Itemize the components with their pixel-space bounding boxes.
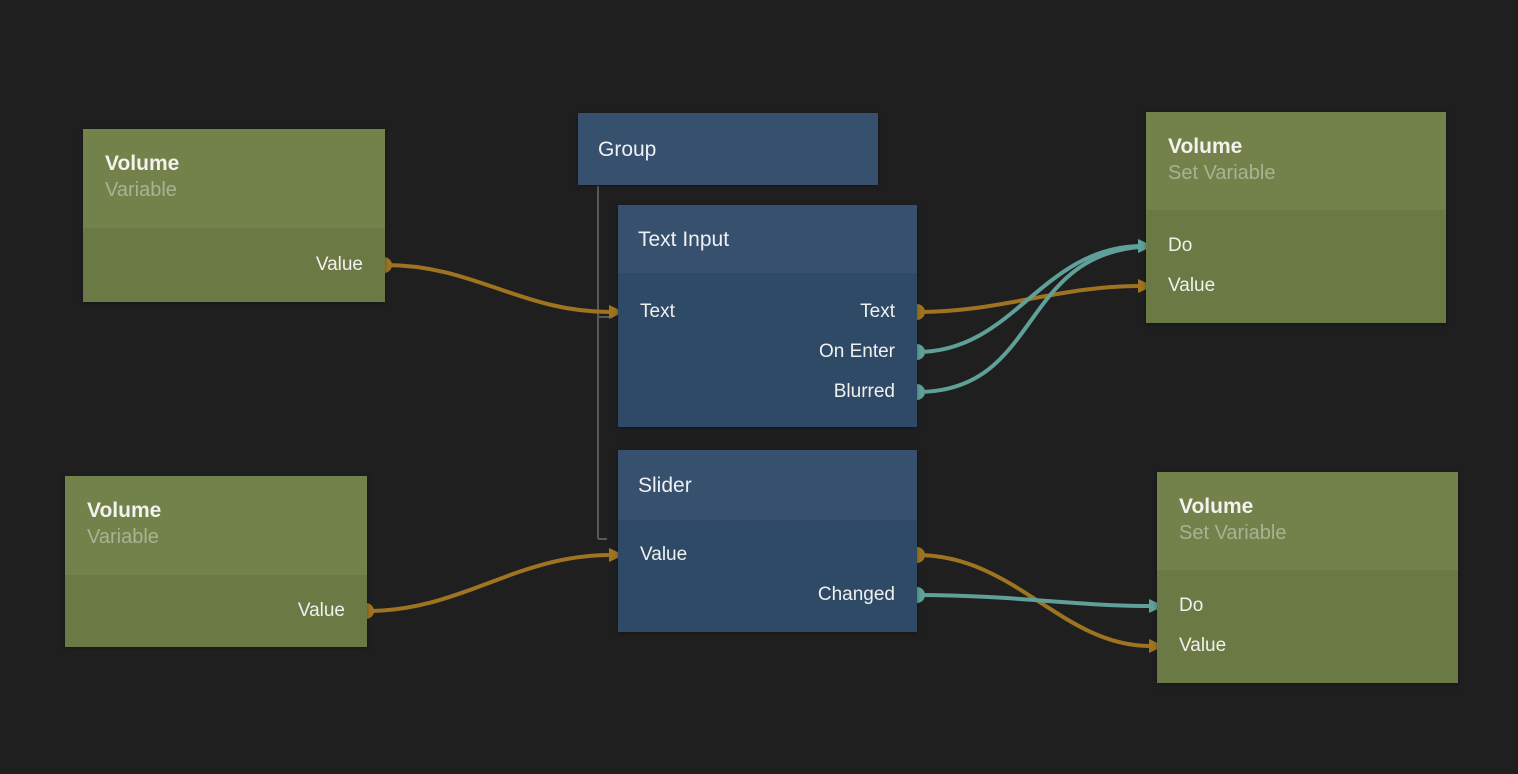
group-connector-line [597,186,613,540]
node-subtitle: Variable [105,179,177,201]
node-title: Volume [1179,495,1254,518]
node-body: Value [65,575,367,647]
node-title: Volume [1168,135,1243,158]
node-title: Slider [638,473,692,497]
node-set-variable-top[interactable]: Volume Set Variable Do Value [1146,112,1446,323]
wire-variable-bottom-to-slider[interactable] [365,553,613,613]
port-row[interactable]: Value [65,591,367,631]
port-row[interactable]: On Enter [618,332,917,372]
node-title: Volume [105,152,180,175]
port-label-do-in: Do [1168,235,1193,256]
port-row[interactable]: Value [1146,266,1446,306]
port-row[interactable]: Value [1157,626,1458,666]
port-label-value-in: Value [1168,275,1216,296]
node-body: Text Text On Enter Blurred [618,273,917,427]
node-subtitle: Variable [87,526,159,548]
port-row[interactable]: Blurred [618,372,917,412]
wire-on-enter-to-setvar-do[interactable] [915,244,1141,354]
node-set-variable-bottom[interactable]: Volume Set Variable Do Value [1157,472,1458,683]
node-title: Text Input [638,227,730,251]
port-row[interactable]: Value [83,245,385,285]
node-slider[interactable]: Slider Value Changed [618,450,917,632]
wire-blurred-to-setvar-do[interactable] [915,245,1141,394]
port-label-blurred-out: Blurred [833,381,895,402]
port-row[interactable]: Text Text [618,292,917,332]
node-header: Text Input [618,205,917,273]
port-label-text-out: Text [860,301,895,322]
port-label-do-in: Do [1179,595,1204,616]
node-header: Volume Variable [83,129,385,228]
port-row[interactable]: Do [1157,586,1458,626]
port-label-value-in: Value [640,544,688,565]
node-body: Do Value [1146,210,1446,323]
node-header: Volume Set Variable [1157,472,1458,570]
port-label-value-in: Value [1179,635,1227,656]
port-label-changed-out: Changed [817,584,895,605]
node-variable-top[interactable]: Volume Variable Value [83,129,385,302]
node-title: Volume [87,499,162,522]
node-header: Slider [618,450,917,520]
port-label-text-in: Text [640,301,675,322]
wire-changed-to-setvar-do[interactable] [915,593,1152,608]
wire-variable-top-to-text-input[interactable] [383,263,613,314]
node-body: Do Value [1157,570,1458,683]
node-group[interactable]: Group [578,113,878,185]
wire-slider-out-to-setvar-value[interactable] [915,553,1152,648]
port-row[interactable]: Value [618,535,917,575]
port-label-on-enter-out: On Enter [818,341,895,362]
port-row[interactable]: Changed [618,575,917,615]
node-header: Volume Set Variable [1146,112,1446,210]
port-label-value-out: Value [297,600,345,621]
node-body: Value Changed [618,520,917,632]
node-variable-bottom[interactable]: Volume Variable Value [65,476,367,647]
node-subtitle: Set Variable [1168,162,1276,184]
node-text-input[interactable]: Text Input Text Text On Enter Blurred [618,205,917,427]
port-label-value-out: Value [315,254,363,275]
wire-text-out-to-setvar-value[interactable] [915,284,1141,314]
node-title: Group [598,137,657,161]
node-body: Value [83,228,385,302]
node-header: Volume Variable [65,476,367,575]
node-subtitle: Set Variable [1179,522,1287,544]
port-row[interactable]: Do [1146,226,1446,266]
